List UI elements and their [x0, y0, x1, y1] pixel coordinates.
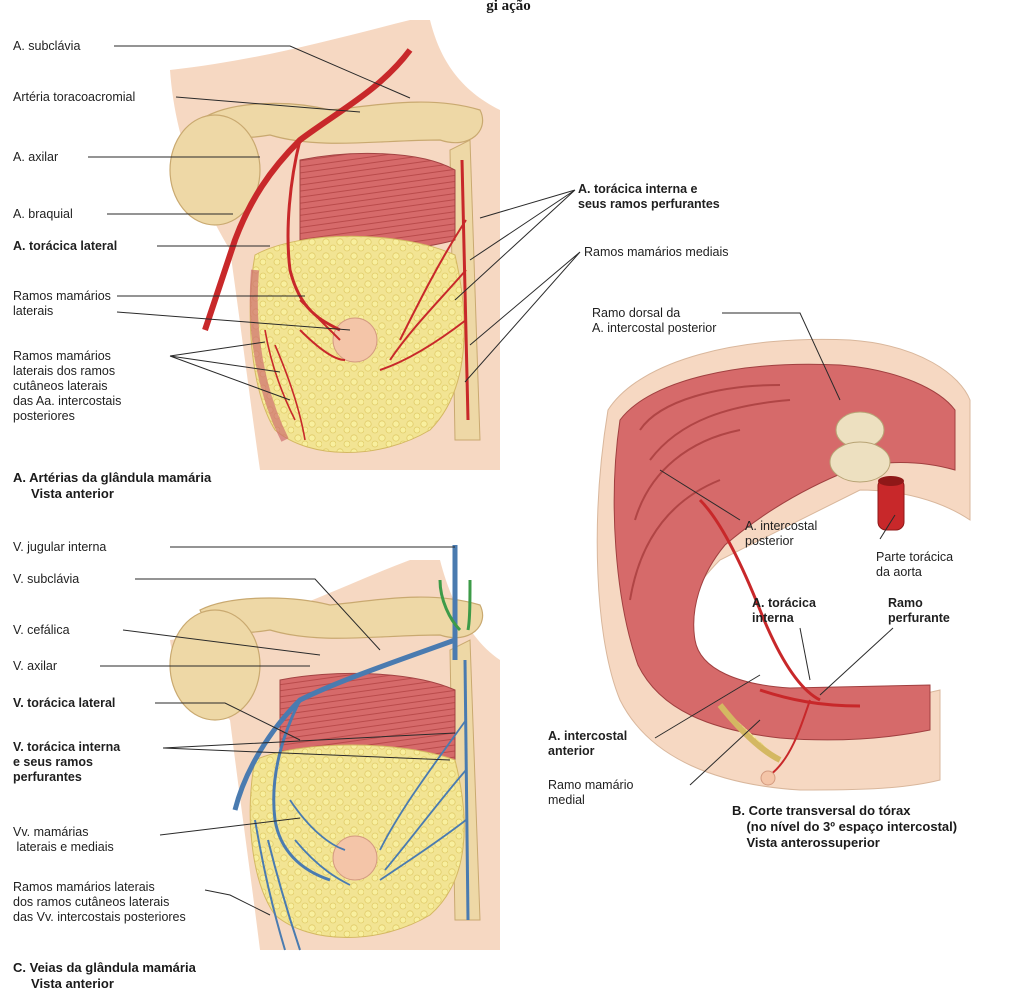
label-ramos-mamarios-laterais: Ramos mamários laterais — [13, 289, 111, 319]
label-ramo-dorsal: Ramo dorsal da A. intercostal posterior — [592, 306, 716, 336]
label-ramos-mamarios-cutaneos: Ramos mamários laterais dos ramos cutâne… — [13, 349, 121, 424]
label-v-toracica-interna: V. torácica interna e seus ramos perfura… — [13, 740, 120, 785]
label-a-subclavia: A. subclávia — [13, 39, 80, 54]
panel-c-drawing — [170, 545, 500, 950]
label-v-jugular-interna: V. jugular interna — [13, 540, 106, 555]
label-vv-mamarias: Vv. mamárias laterais e mediais — [13, 825, 114, 855]
label-a-intercostal-posterior: A. intercostal posterior — [745, 519, 817, 549]
label-a-axilar: A. axilar — [13, 150, 58, 165]
vertebral-body — [830, 442, 890, 482]
nipple-c — [333, 836, 377, 880]
label-b-a-toracica-interna: A. torácica interna — [752, 596, 816, 626]
label-arteria-toracoacromial: Artéria toracoacromial — [13, 90, 135, 105]
label-ramos-mamarios-veias: Ramos mamários laterais dos ramos cutâne… — [13, 880, 186, 925]
label-ramo-mamario-medial: Ramo mamário medial — [548, 778, 633, 808]
nipple-b — [761, 771, 775, 785]
caption-panel-b: B. Corte transversal do tórax (no nível … — [732, 803, 957, 851]
panel-a-drawing — [170, 20, 500, 470]
label-a-intercostal-anterior: A. intercostal anterior — [548, 729, 627, 759]
aorta-lumen — [878, 476, 904, 486]
label-v-toracica-lateral: V. torácica lateral — [13, 696, 115, 711]
label-a-toracica-interna: A. torácica interna e seus ramos perfura… — [578, 182, 720, 212]
label-a-braquial: A. braquial — [13, 207, 73, 222]
label-v-cefalica: V. cefálica — [13, 623, 70, 638]
label-v-axilar: V. axilar — [13, 659, 57, 674]
label-a-toracica-lateral: A. torácica lateral — [13, 239, 117, 254]
label-parte-toracica-aorta: Parte torácica da aorta — [876, 550, 953, 580]
caption-panel-c: C. Veias da glândula mamária Vista anter… — [13, 960, 196, 992]
label-v-subclavia: V. subclávia — [13, 572, 79, 587]
label-ramo-perfurante: Ramo perfurante — [888, 596, 950, 626]
caption-panel-a: A. Artérias da glândula mamária Vista an… — [13, 470, 211, 502]
label-ramos-mamarios-mediais: Ramos mamários mediais — [584, 245, 728, 260]
